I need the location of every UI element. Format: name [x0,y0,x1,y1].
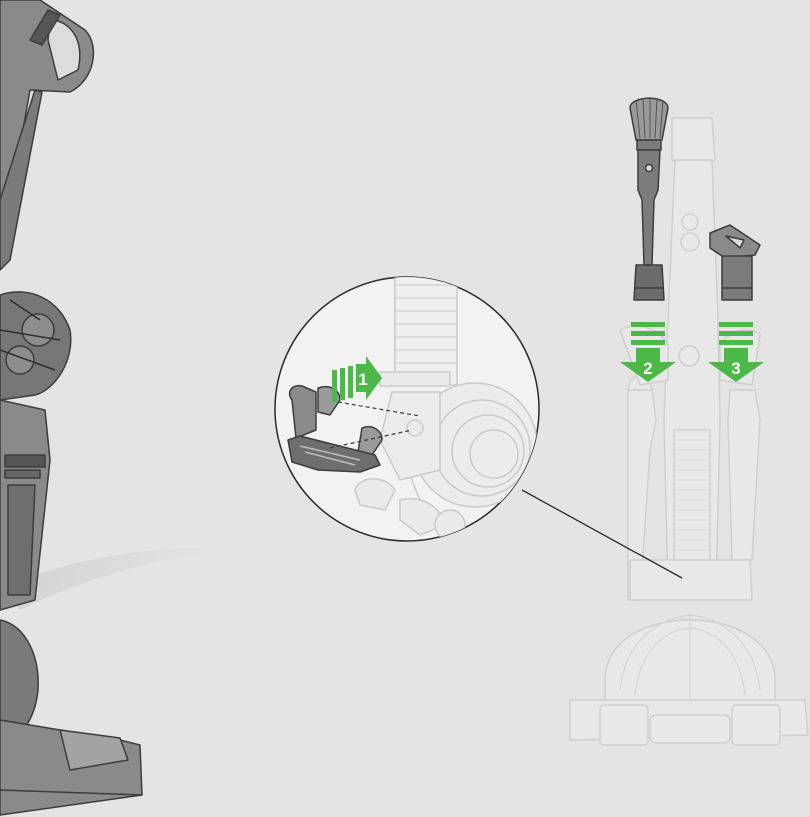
step-2-number: 2 [643,359,652,378]
ghost-lower-body [630,560,752,600]
step-1-number: 1 [358,370,367,389]
ghost-hose [674,430,710,580]
step-3-number: 3 [731,359,740,378]
stair-tool-neck [722,256,752,300]
